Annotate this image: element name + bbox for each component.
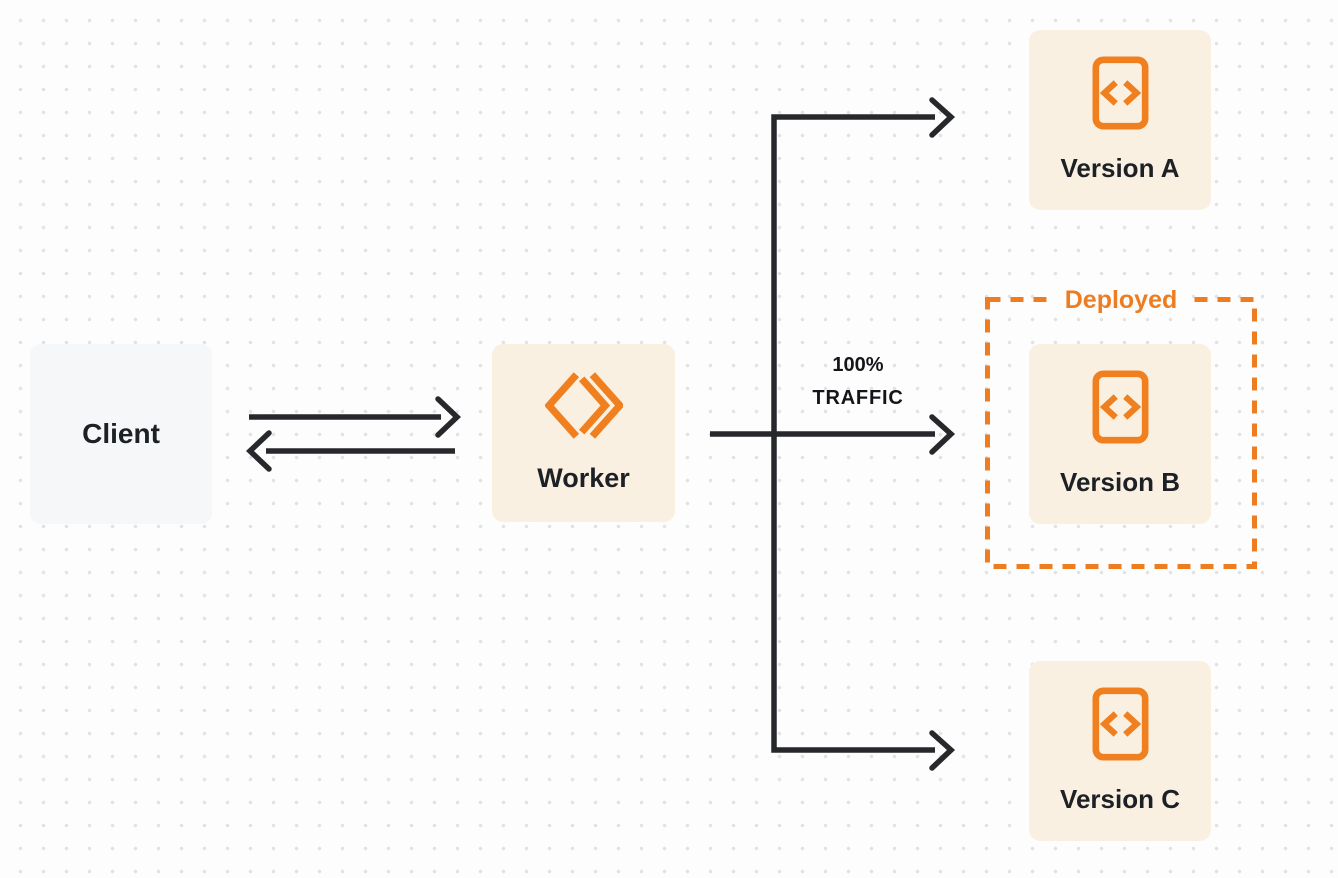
worker-fanout-arrows (710, 97, 956, 771)
traffic-percent-text: 100% (832, 354, 884, 376)
code-file-icon (1092, 56, 1149, 130)
traffic-word-text: TRAFFIC (812, 387, 904, 409)
worker-label: Worker (537, 463, 630, 493)
worker-to-client-arrow (246, 430, 455, 472)
client-label: Client (82, 418, 160, 449)
version-b-node: Version B (1029, 344, 1211, 524)
code-file-icon (1092, 370, 1149, 444)
code-file-icon (1092, 687, 1149, 761)
worker-node: Worker (492, 344, 675, 522)
version-c-label: Version C (1060, 784, 1180, 814)
client-to-worker-arrow (249, 396, 461, 438)
workers-logo-icon (543, 372, 625, 439)
version-c-node: Version C (1029, 661, 1211, 841)
version-b-label: Version B (1060, 467, 1180, 497)
version-a-label: Version A (1060, 153, 1180, 183)
traffic-split-label: 100% TRAFFIC (812, 349, 903, 415)
deployed-boundary-box (985, 297, 1257, 569)
client-node: Client (30, 344, 212, 524)
deployed-label: Deployed (1053, 285, 1189, 316)
version-a-node: Version A (1029, 30, 1211, 210)
